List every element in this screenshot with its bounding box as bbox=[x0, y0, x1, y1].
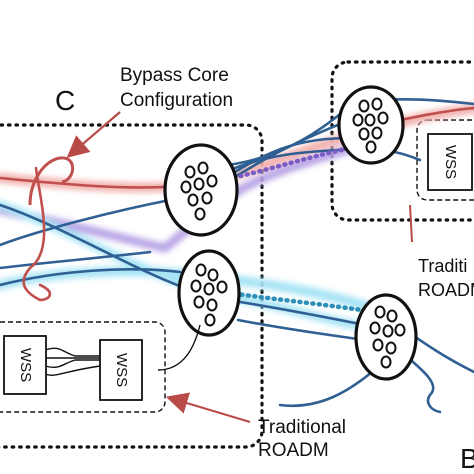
drop-fibers bbox=[44, 324, 201, 376]
traditional-roadm-right-line2: ROADM bbox=[418, 280, 474, 300]
wss-box-c: WSS bbox=[427, 133, 473, 191]
traditional-roadm-right-arrow bbox=[409, 204, 413, 243]
wss-box-b: WSS bbox=[99, 339, 143, 401]
blue-fibers bbox=[0, 90, 474, 414]
bypass-label-line1: Bypass Core bbox=[120, 65, 229, 86]
bypass-hook bbox=[28, 156, 75, 206]
traditional-roadm-right-line1: Traditi bbox=[418, 256, 467, 276]
bypass-arrow bbox=[66, 111, 121, 158]
wss-c-label: WSS bbox=[442, 145, 459, 179]
fiber-bundle-lower-left bbox=[177, 249, 241, 337]
bypass-label-line2: Configuration bbox=[120, 90, 233, 111]
wss-box-a: WSS bbox=[3, 335, 47, 395]
fiber-bundle-upper-right bbox=[337, 85, 405, 165]
fiber-bundle-upper-left bbox=[163, 143, 239, 237]
wss-b-label: WSS bbox=[113, 353, 130, 387]
node-c-label: C bbox=[55, 85, 75, 116]
traditional-roadm-label-line1: Traditional bbox=[258, 417, 346, 438]
traditional-roadm-label-line2: ROADM bbox=[258, 440, 329, 461]
node-b-label: B bbox=[460, 443, 474, 474]
fiber-bundle-lower-right bbox=[354, 293, 418, 381]
wss-a-label: WSS bbox=[17, 348, 34, 382]
traditional-roadm-arrow bbox=[165, 392, 251, 424]
